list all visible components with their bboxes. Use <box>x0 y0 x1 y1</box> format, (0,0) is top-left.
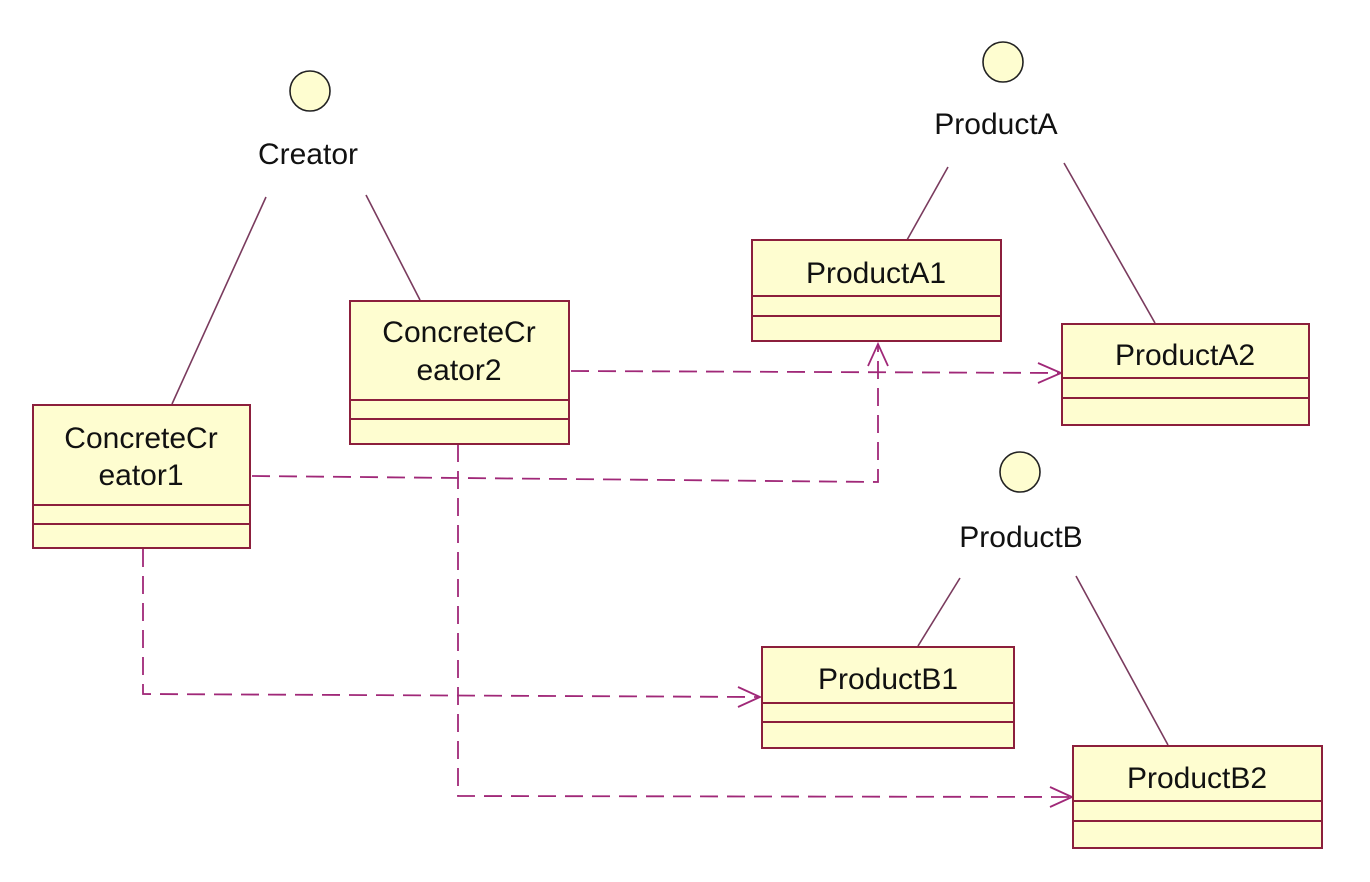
class-concrete-creator1-name-line2: eator1 <box>98 459 183 492</box>
class-concrete-creator1[interactable]: ConcreteCr eator1 <box>32 404 251 549</box>
realize-pb1-productB <box>917 577 961 647</box>
class-product-a2[interactable]: ProductA2 <box>1061 323 1310 426</box>
realization-lines <box>171 162 1169 746</box>
class-product-b2-box <box>1072 745 1323 849</box>
realize-pa1-productA <box>906 166 949 241</box>
class-concrete-creator2-name-line2: eator2 <box>416 354 501 387</box>
class-product-b1-name: ProductB1 <box>818 663 958 696</box>
interface-creator-icon <box>289 70 331 112</box>
arrowhead-cc1-pb1 <box>737 686 763 708</box>
class-product-b1[interactable]: ProductB1 <box>761 646 1015 749</box>
interface-productB[interactable]: ProductB <box>959 451 1083 554</box>
class-product-a1-name: ProductA1 <box>806 257 946 290</box>
dep-cc1-pa1 <box>251 344 879 483</box>
class-product-b2-name: ProductB2 <box>1127 762 1267 795</box>
realize-pa2-productA <box>1063 162 1156 324</box>
interface-productA[interactable]: ProductA <box>934 41 1058 141</box>
dependency-lines <box>142 341 1075 808</box>
arrowhead-cc1-pa1 <box>867 341 889 367</box>
class-concrete-creator2[interactable]: ConcreteCr eator2 <box>349 300 570 445</box>
class-product-b2[interactable]: ProductB2 <box>1072 745 1323 849</box>
realize-cc1-creator <box>171 196 267 405</box>
class-concrete-creator2-name-line1: ConcreteCr <box>382 316 535 349</box>
realize-cc2-creator <box>365 194 421 301</box>
interface-creator[interactable]: Creator <box>258 70 358 171</box>
interface-productA-label: ProductA <box>934 108 1057 141</box>
class-product-a2-box <box>1061 323 1310 426</box>
class-product-a2-name: ProductA2 <box>1115 339 1255 372</box>
interface-productA-icon <box>982 41 1024 83</box>
class-concrete-creator2-box <box>349 300 570 445</box>
class-product-a1-box <box>751 239 1002 342</box>
interface-productB-icon <box>999 451 1041 493</box>
class-concrete-creator1-name-line1: ConcreteCr <box>64 422 217 455</box>
class-product-b1-box <box>761 646 1015 749</box>
interface-creator-label: Creator <box>258 138 358 171</box>
dep-cc2-pb2 <box>457 444 1073 798</box>
interface-productB-label: ProductB <box>959 521 1082 554</box>
realize-pb2-productB <box>1075 575 1169 746</box>
dep-cc2-pa2 <box>570 370 1062 374</box>
class-product-a1[interactable]: ProductA1 <box>751 239 1002 342</box>
dep-cc1-pb1 <box>142 549 761 698</box>
